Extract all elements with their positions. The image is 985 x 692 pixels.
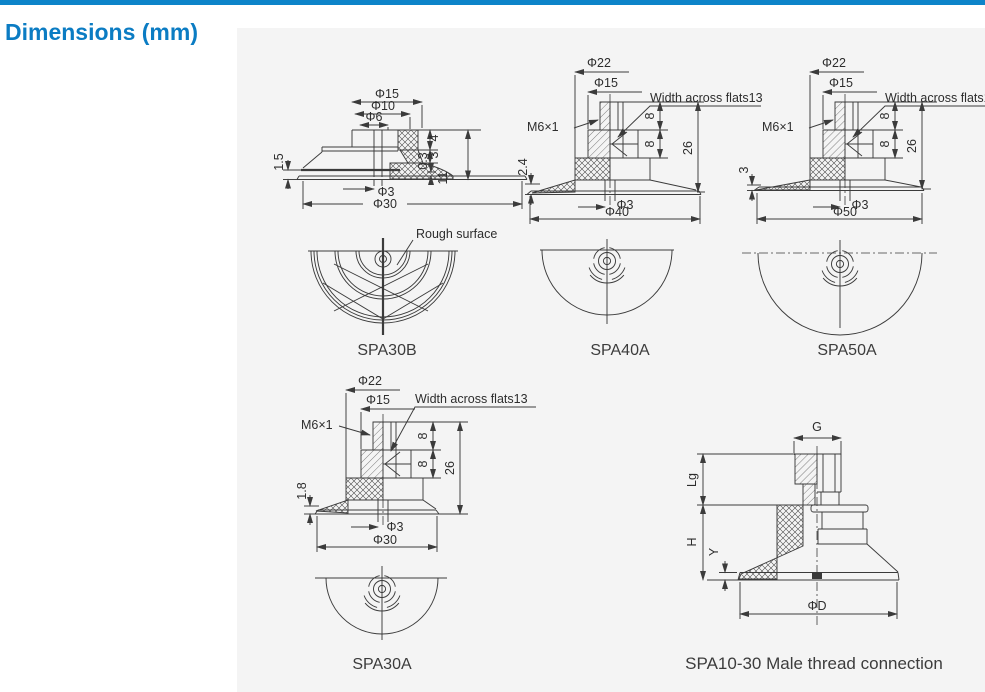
- model-label-spa30b: SPA30B: [357, 342, 416, 359]
- spa30b-side-view: [283, 99, 528, 209]
- dim-label: Φ15: [829, 76, 853, 90]
- dim-label: Φ15: [366, 393, 390, 407]
- dim-label: 8: [416, 460, 430, 467]
- page-title: Dimensions (mm): [5, 19, 198, 45]
- dim-label: Y: [707, 547, 721, 556]
- dim-label: Width across flats13: [415, 392, 528, 406]
- dim-label: 3: [427, 151, 441, 158]
- dim-label: 26: [443, 461, 457, 475]
- dim-label: G: [812, 420, 822, 434]
- dimension-drawings: Φ15 Φ10 Φ6 4 3 0.3 11 1.5 Φ3 Φ30 Rough s…: [272, 56, 985, 673]
- dim-label: Φ40: [605, 205, 629, 219]
- dim-label: 1.8: [295, 482, 309, 499]
- spa30a-dim-labels: Φ22 Φ15 M6×1 Width across flats13 8 8 26…: [295, 374, 528, 547]
- dim-label: 1.5: [272, 153, 286, 170]
- model-label-spa1030: SPA10-30 Male thread connection: [685, 654, 943, 673]
- dim-label: Φ15: [375, 87, 399, 101]
- dim-label: 4: [427, 134, 441, 141]
- dim-label: Φ22: [822, 56, 846, 70]
- spa30a-side-view: [304, 387, 536, 552]
- dim-label: 8: [643, 140, 657, 147]
- dim-label: 0.3: [416, 152, 430, 169]
- spa50a-bottom-view: [742, 240, 937, 336]
- dim-label: Φ15: [594, 76, 618, 90]
- dim-label: 8: [878, 112, 892, 119]
- dim-label: Φ3: [378, 185, 395, 199]
- dim-label: 26: [905, 139, 919, 153]
- dim-label: H: [685, 537, 699, 546]
- spa40a-side-view: [525, 69, 761, 224]
- dim-label: Φ3: [617, 198, 634, 212]
- dim-label: M6×1: [527, 120, 559, 134]
- dim-label: Φ10: [371, 99, 395, 113]
- dim-label: Φ30: [373, 197, 397, 211]
- dim-label: 11: [436, 171, 450, 184]
- dim-label: 8: [416, 432, 430, 439]
- dim-label: Width across flats13: [885, 91, 985, 105]
- dim-label: M6×1: [762, 120, 794, 134]
- spa30b-bottom-view: [308, 238, 458, 335]
- rough-surface-callout: Rough surface: [416, 227, 497, 241]
- model-label-spa40a: SPA40A: [590, 342, 650, 359]
- model-label-spa30a: SPA30A: [352, 656, 412, 673]
- dim-label: 26: [681, 141, 695, 155]
- dim-label: Φ6: [366, 110, 383, 124]
- dim-label: Φ50: [833, 205, 857, 219]
- spa40a-bottom-view: [540, 239, 674, 324]
- dim-label: Φ22: [358, 374, 382, 388]
- spa1030-side-view: [697, 435, 900, 628]
- spa1030-dim-labels: G Lg H Y ΦD: [685, 420, 827, 613]
- drawings-panel: Φ15 Φ10 Φ6 4 3 0.3 11 1.5 Φ3 Φ30 Rough s…: [237, 28, 985, 692]
- dim-label: 8: [878, 140, 892, 147]
- dim-label: Φ30: [373, 533, 397, 547]
- spa30a-bottom-view: [315, 566, 447, 640]
- dim-label: Φ3: [852, 198, 869, 212]
- spa30b-dim-labels: Φ15 Φ10 Φ6 4 3 0.3 11 1.5 Φ3 Φ30: [272, 87, 450, 211]
- dim-label: 3: [737, 166, 751, 173]
- spa50a-dim-labels: Φ22 Φ15 M6×1 Width across flats13 8 8 26…: [737, 56, 985, 219]
- spa40a-dim-labels: Φ22 Φ15 M6×1 Width across flats13 8 8 26…: [516, 56, 763, 219]
- spa50a-side-view: [747, 69, 985, 224]
- dim-label: Φ3: [387, 520, 404, 534]
- dim-label: M6×1: [301, 418, 333, 432]
- dim-label: Width across flats13: [650, 91, 763, 105]
- dim-label: 2.4: [516, 158, 530, 175]
- dim-label: 8: [643, 112, 657, 119]
- dim-label: Φ22: [587, 56, 611, 70]
- model-label-spa50a: SPA50A: [817, 342, 877, 359]
- dim-label: Lg: [685, 473, 699, 487]
- dim-label: ΦD: [807, 599, 826, 613]
- top-accent-bar: [0, 0, 985, 5]
